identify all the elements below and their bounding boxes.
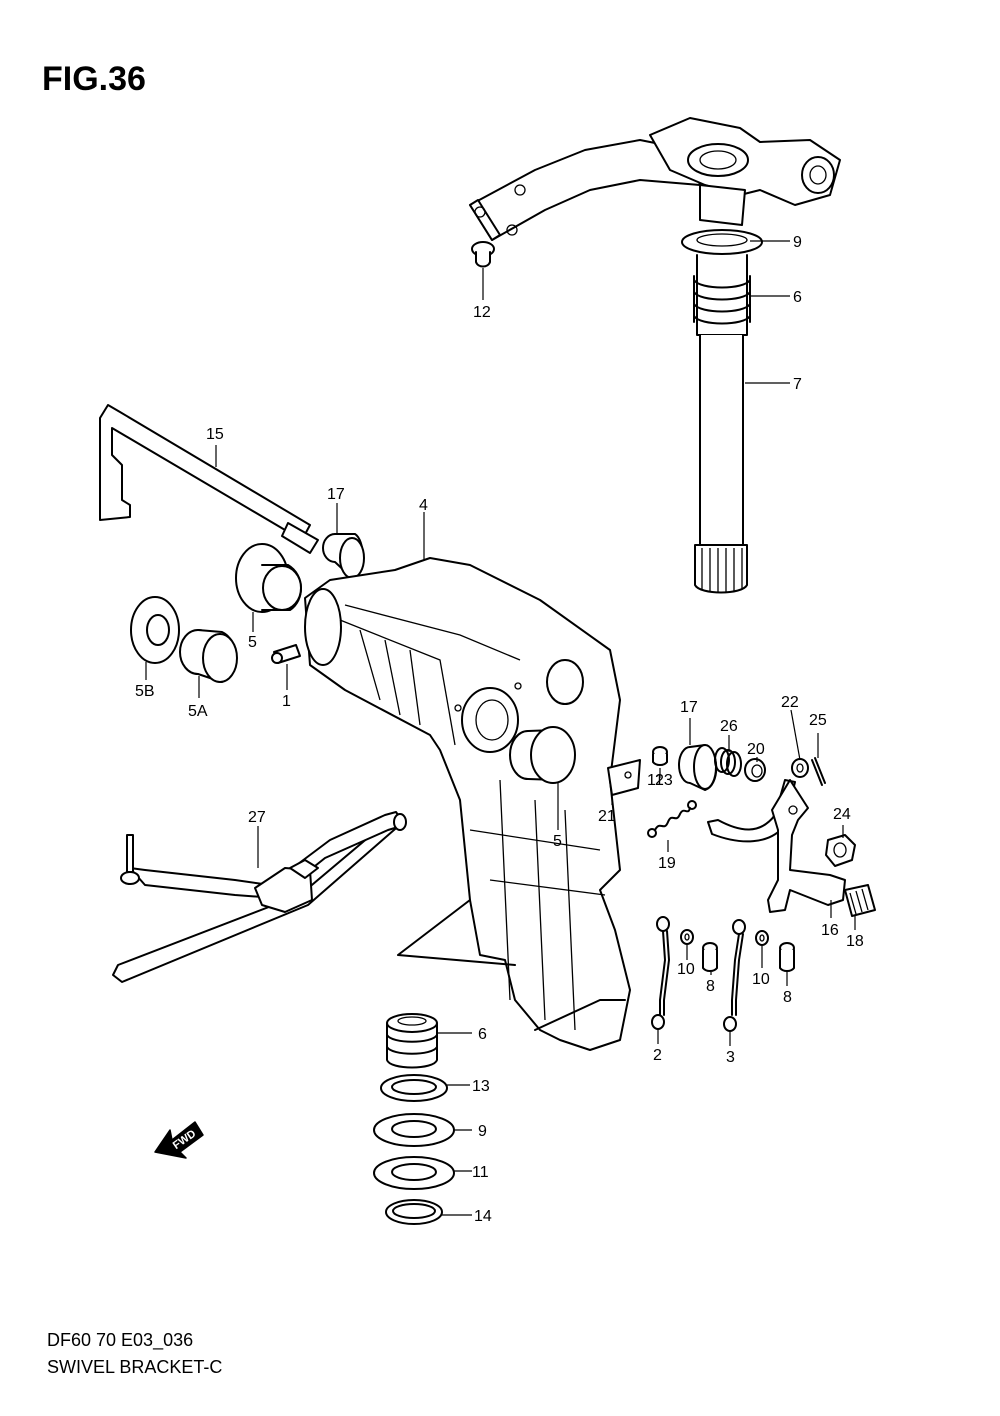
callout-13: 13 xyxy=(472,1078,490,1095)
callout-4: 4 xyxy=(419,497,428,514)
callout-17-lower: 17 xyxy=(680,699,698,716)
callout-8-right: 8 xyxy=(783,989,792,1006)
figure-title: FIG.36 xyxy=(42,60,146,98)
bushing-17-upper-part xyxy=(322,533,365,579)
callout-10-left: 10 xyxy=(677,961,695,978)
callout-9-upper: 9 xyxy=(793,234,802,251)
callout-14: 14 xyxy=(474,1208,492,1225)
callout-10-right: 10 xyxy=(752,971,770,988)
clip-20-part xyxy=(744,758,766,782)
leader-lines xyxy=(145,240,856,1216)
callout-5a: 5A xyxy=(188,703,208,720)
screw-8-right-part xyxy=(779,942,795,972)
bushing-6-upper-part xyxy=(693,275,751,325)
callout-17-upper: 17 xyxy=(327,486,345,503)
callout-6-lower: 6 xyxy=(478,1026,487,1043)
swivel-bracket-4-part xyxy=(304,557,631,1051)
callout-15: 15 xyxy=(206,426,224,443)
callout-24: 24 xyxy=(833,806,851,823)
callout-19: 19 xyxy=(658,855,676,872)
ground-wire-2-part xyxy=(651,916,670,1030)
steering-bracket-part xyxy=(469,117,841,241)
bushing-5-lower-part xyxy=(509,726,576,784)
washer-13-part xyxy=(380,1074,448,1102)
grease-nipple-1-part xyxy=(271,644,301,664)
nut-24-part xyxy=(825,834,856,867)
bushing-5-part xyxy=(235,543,302,613)
washer-9-lower-part xyxy=(373,1113,455,1147)
washer-5b-part xyxy=(130,596,180,664)
ground-wire-3-part xyxy=(723,919,746,1032)
bolt-12-part xyxy=(471,241,495,268)
callout-3: 3 xyxy=(726,1049,735,1066)
callout-7: 7 xyxy=(793,376,802,393)
callout-21: 21 xyxy=(598,808,616,825)
circlip-14-part xyxy=(385,1199,443,1225)
callout-22: 22 xyxy=(781,694,799,711)
callout-6-upper: 6 xyxy=(793,289,802,306)
callout-5-lower: 5 xyxy=(553,833,562,850)
callout-5b: 5B xyxy=(135,683,155,700)
callout-labels: 9 6 7 12 15 17 4 5 5B 5A 1 17 26 22 25 2… xyxy=(135,234,864,1225)
diagram-name: SWIVEL BRACKET-C xyxy=(47,1357,223,1377)
callout-18: 18 xyxy=(846,933,864,950)
plate-21-part xyxy=(607,759,641,796)
bushing-17-lower-part xyxy=(678,744,718,791)
lever-16-part xyxy=(767,779,846,913)
callout-2: 2 xyxy=(653,1047,662,1064)
bushing-6-lower-part xyxy=(386,1013,438,1069)
callout-1: 1 xyxy=(282,693,291,710)
callout-26: 26 xyxy=(720,718,738,735)
spring-19-part xyxy=(647,800,697,838)
callout-16: 16 xyxy=(821,922,839,939)
cotter-pin-25-part xyxy=(811,757,826,786)
lever-link-part xyxy=(707,779,796,843)
spring-26-part xyxy=(714,747,742,777)
callout-11-near-23: 11 xyxy=(647,772,664,789)
washer-11-part xyxy=(373,1156,455,1190)
washer-10-right-part xyxy=(755,930,769,946)
knob-18-part xyxy=(844,884,876,917)
washer-10-left-part xyxy=(680,929,694,945)
forward-direction-arrow-icon: FWD xyxy=(154,1121,204,1159)
callout-8-left: 8 xyxy=(706,978,715,995)
screw-8-left-part xyxy=(702,942,718,972)
callout-12: 12 xyxy=(473,304,491,321)
bushing-5a-part xyxy=(179,629,238,683)
callout-23: 23 xyxy=(655,772,673,789)
diagram-code: DF60 70 E03_036 xyxy=(47,1330,194,1350)
callout-5-upper: 5 xyxy=(248,634,257,651)
screw-23-part xyxy=(652,746,668,766)
stem-shaft-part xyxy=(681,229,763,594)
tilt-rod-27-part xyxy=(112,811,407,983)
washer-22-part xyxy=(791,758,809,778)
callout-20: 20 xyxy=(747,741,765,758)
callout-11-lower: 11 xyxy=(472,1164,489,1181)
callout-9-lower: 9 xyxy=(478,1123,487,1140)
callout-25: 25 xyxy=(809,712,827,729)
tilt-rod-15-part xyxy=(99,404,319,554)
callout-27: 27 xyxy=(248,809,266,826)
